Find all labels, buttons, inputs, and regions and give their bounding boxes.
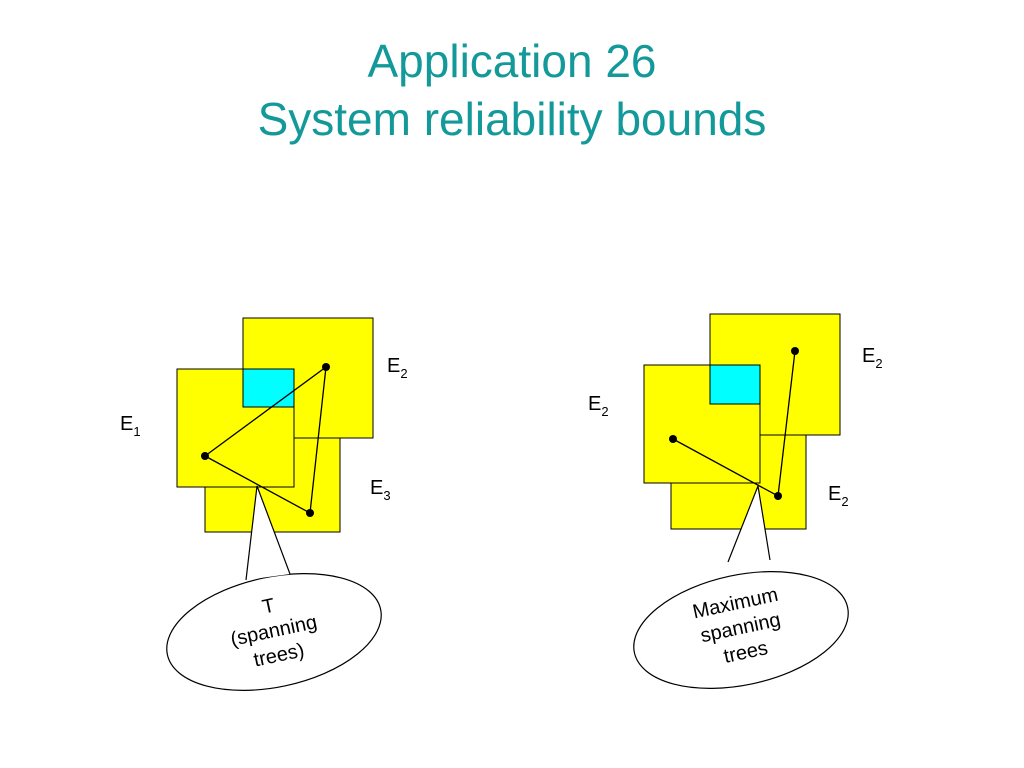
label-bottom-right: E2 [828,483,849,509]
label-top-right: E2 [862,345,883,371]
label-e1: E1 [120,413,141,439]
node-3 [774,492,782,500]
spanning-tree-edges [204,365,327,515]
left-diagram: E1 E2 E3 T (spanning trees) [120,317,408,691]
label-e2: E2 [387,355,408,381]
node-1 [669,435,677,443]
overlap-region [242,368,295,408]
overlap-region [709,364,761,405]
node-2 [322,363,330,371]
node-1 [201,452,209,460]
label-left: E2 [588,393,609,419]
callout-bubble [633,571,849,689]
callout-pointer [727,483,771,563]
callout-line-1: T [260,595,277,619]
callout-spanning-trees: T (spanning trees) [166,573,382,691]
title-line-1: Application 26 [367,35,657,87]
right-diagram: E2 E2 E2 Maximum spanning trees [588,313,883,689]
node-3 [306,509,314,517]
callout-pointer [245,485,291,581]
slide-title: Application 26 System reliability bounds [0,32,1024,148]
callout-max-spanning-trees: Maximum spanning trees [633,571,849,689]
title-line-2: System reliability bounds [257,93,767,145]
callout-bubble [166,573,382,691]
label-e3: E3 [370,477,391,503]
node-2 [791,347,799,355]
